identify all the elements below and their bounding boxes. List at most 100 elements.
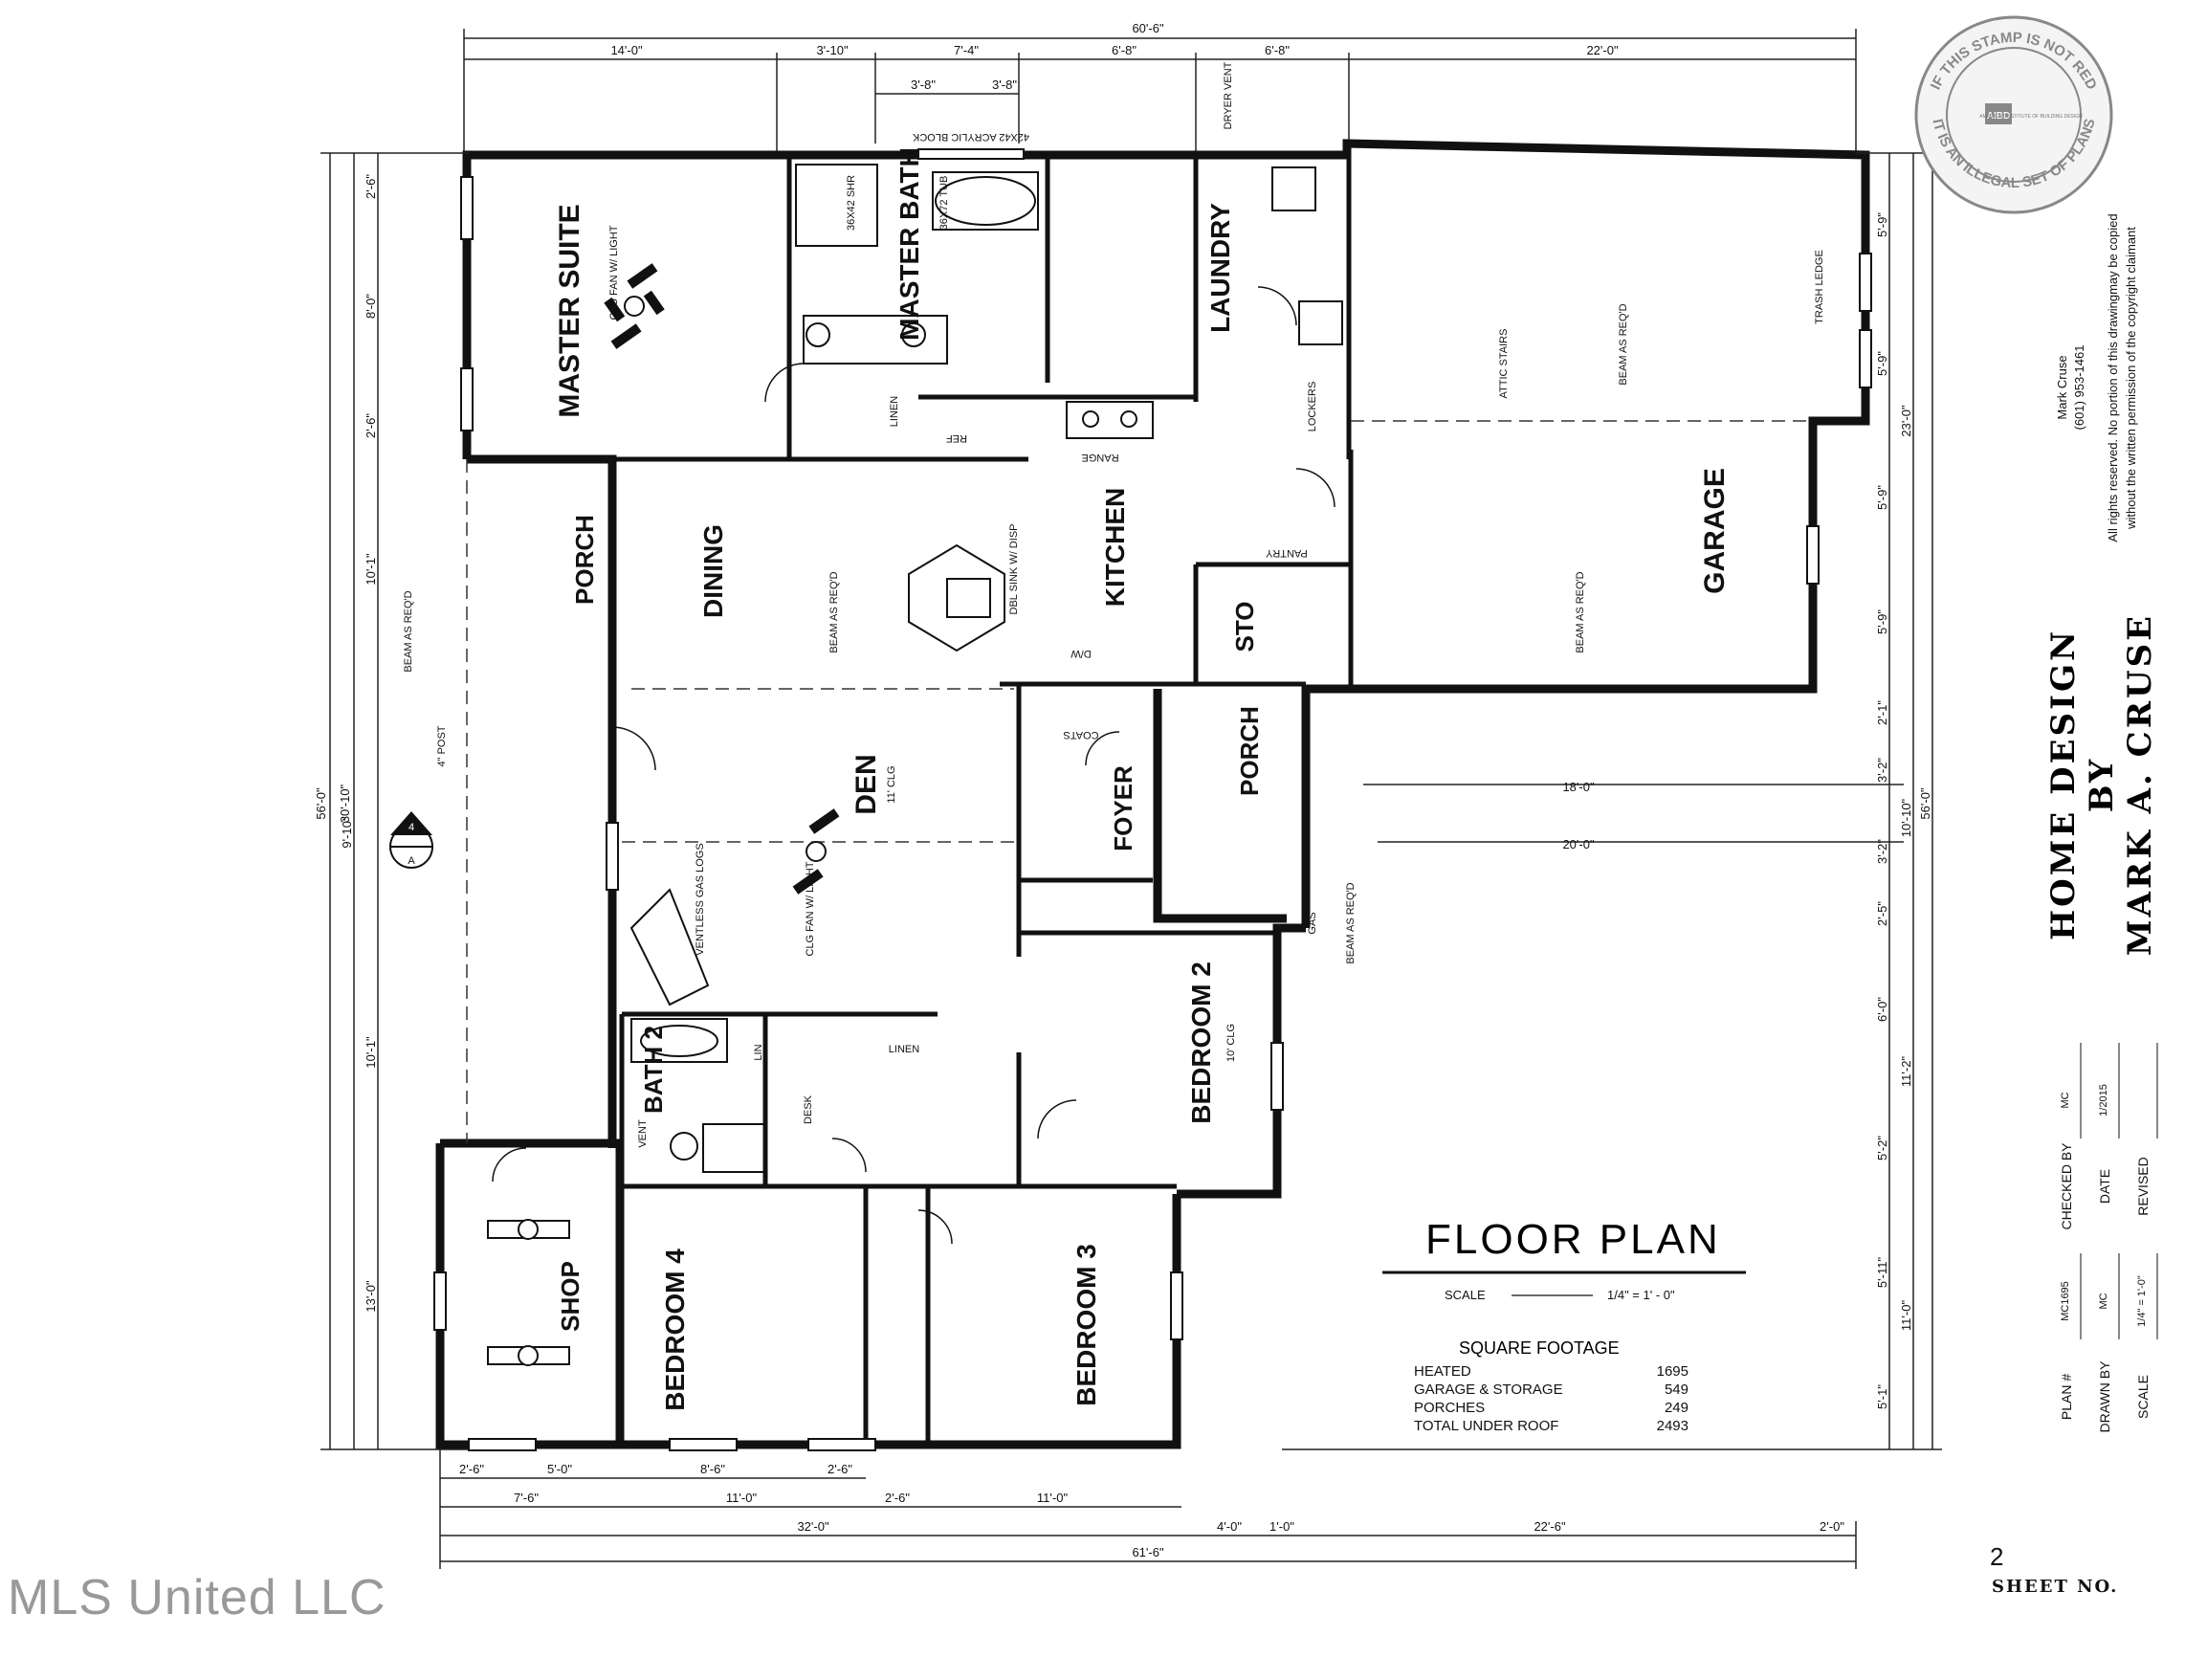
note-trash-ledge: TRASH LEDGE <box>1814 250 1825 324</box>
room-bedroom-3: BEDROOM 3 <box>1071 1244 1101 1406</box>
sqft-label-heated: HEATED <box>1414 1363 1471 1380</box>
dim-porch-width: 20'-0" <box>1562 837 1595 851</box>
interior-walls <box>612 158 1354 1445</box>
tb-checked-value: MC <box>2060 1092 2071 1108</box>
room-master-suite: MASTER SUITE <box>554 204 585 417</box>
dim-right-2: 5'-9" <box>1875 351 1889 376</box>
room-master-bath: MASTER BATH <box>894 147 924 341</box>
sqft-value-garage: 549 <box>1665 1382 1688 1398</box>
section-number: 4 <box>408 822 414 833</box>
scale-label: SCALE <box>1445 1288 1486 1302</box>
note-shower: 36X42 SHR <box>846 175 857 231</box>
bottom-dimensions <box>439 1449 1857 1569</box>
room-dining: DINING <box>698 524 728 618</box>
sqft-label-porches: PORCHES <box>1414 1400 1485 1416</box>
dim-bottom-r3-4: 22'-6" <box>1534 1519 1566 1534</box>
note-pantry: PANTRY <box>1266 547 1308 559</box>
note-lin: LIN <box>753 1044 764 1060</box>
room-garage: GARAGE <box>1699 468 1731 594</box>
dim-bottom-r1-3: 8'-6" <box>700 1462 725 1476</box>
dim-right-sub-4: 11'-0" <box>1899 1300 1913 1332</box>
dim-bottom-overall: 61'-6" <box>1132 1545 1164 1559</box>
tb-date-label: DATE <box>2097 1169 2112 1204</box>
note-beam-front: BEAM AS REQ'D <box>1345 882 1357 963</box>
dim-left-7: 13'-0" <box>364 1280 378 1313</box>
tb-drawn-value: MC <box>2098 1293 2109 1309</box>
tb-drawn-label: DRAWN BY <box>2097 1360 2112 1433</box>
note-lockers: LOCKERS <box>1307 382 1318 432</box>
tb-revised-label: REVISED <box>2135 1157 2151 1215</box>
sqft-label-garage: GARAGE & STORAGE <box>1414 1382 1563 1398</box>
dim-right-12: 5'-1" <box>1875 1384 1889 1409</box>
dim-right-sub-1: 23'-0" <box>1899 405 1913 437</box>
stamp-center-2: AMERICAN INSTITUTE OF BUILDING DESIGN <box>1979 114 2083 120</box>
dim-left-overall: 56'-0" <box>314 787 328 820</box>
room-porch-west: PORCH <box>570 515 599 605</box>
dim-left-3: 2'-6" <box>364 413 378 438</box>
room-den-ceiling: 11' CLG <box>886 765 897 803</box>
watermark: MLS United LLC <box>8 1570 386 1625</box>
dashed-guides <box>466 420 1808 1143</box>
dim-bottom-r2-4: 11'-0" <box>1037 1491 1069 1505</box>
note-ventless-logs: VENTLESS GAS LOGS <box>695 843 706 955</box>
sqft-value-total: 2493 <box>1657 1418 1688 1434</box>
stamp-center: AIBD <box>1987 111 2010 122</box>
tb-scale-label: SCALE <box>2135 1375 2151 1419</box>
contact-phone: (601) 953-1461 <box>2072 345 2086 431</box>
designer-name: MARK A. CRUSE <box>2121 613 2159 956</box>
room-den: DEN <box>850 754 882 814</box>
floor-plan-title: FLOOR PLAN <box>1425 1216 1721 1263</box>
scale-value: 1/4" = 1' - 0" <box>1607 1288 1675 1302</box>
dim-right-10: 5'-2" <box>1875 1136 1889 1161</box>
dim-right-sub-2: 10'-10" <box>1899 798 1913 837</box>
note-coats: COATS <box>1063 729 1098 741</box>
sqft-value-heated: 1695 <box>1657 1363 1688 1380</box>
note-tub: 36X72 TUB <box>938 176 950 231</box>
note-beam-garage: BEAM AS REQ'D <box>1618 303 1629 385</box>
dim-top-sub-2: 3'-8" <box>992 77 1017 92</box>
sqft-table: HEATED 1695 GARAGE & STORAGE 549 PORCHES… <box>1414 1363 1688 1434</box>
room-foyer: FOYER <box>1109 765 1137 851</box>
left-dimensions <box>320 152 469 1450</box>
dim-bottom-r1-4: 2'-6" <box>828 1462 852 1476</box>
note-clg-fan-den: CLG FAN W/ LIGHT <box>805 861 816 956</box>
dim-right-3: 5'-9" <box>1875 485 1889 510</box>
note-attic-stairs: ATTIC STAIRS <box>1498 329 1510 399</box>
dim-top-2: 3'-10" <box>816 43 849 57</box>
dim-top-3: 7'-4" <box>954 43 979 57</box>
room-porch-front: PORCH <box>1235 706 1264 796</box>
dim-right-6: 3'-2" <box>1875 758 1889 783</box>
tb-plan-label: PLAN # <box>2059 1374 2074 1420</box>
rights-line-1: All rights reserved. No portion of this … <box>2106 213 2120 542</box>
room-bedroom-2: BEDROOM 2 <box>1186 962 1216 1124</box>
dim-right-4: 5'-9" <box>1875 609 1889 634</box>
top-dimensions <box>463 29 1857 153</box>
dim-top-sub-1: 3'-8" <box>911 77 936 92</box>
note-linen-hall: LINEN <box>889 1044 919 1055</box>
dim-bottom-r3-1: 32'-0" <box>797 1519 829 1534</box>
room-bedroom-2-ceiling: 10' CLG <box>1225 1024 1237 1062</box>
right-dimensions <box>1282 152 1942 1450</box>
dim-right-sub-3: 11'-2" <box>1899 1056 1913 1088</box>
note-clg-fan-master: CLG FAN W/ LIGHT <box>608 225 620 320</box>
dim-bottom-r1-2: 5'-0" <box>547 1462 572 1476</box>
dim-bottom-r3-3: 1'-0" <box>1269 1519 1294 1534</box>
dim-right-overall: 56'-0" <box>1918 787 1932 820</box>
dim-top-overall: 60'-6" <box>1132 21 1164 35</box>
dim-left-6: 10'-1" <box>364 1036 378 1069</box>
note-post: 4" POST <box>436 725 448 766</box>
dim-left-1: 2'-6" <box>364 174 378 199</box>
tb-scale-value: 1/4" = 1'-0" <box>2136 1275 2148 1327</box>
room-storage: STO <box>1230 602 1259 652</box>
room-kitchen: KITCHEN <box>1100 488 1130 607</box>
section-marker <box>389 811 433 869</box>
tb-plan-value: MC1695 <box>2060 1281 2071 1321</box>
dim-bottom-r3-5: 2'-0" <box>1820 1519 1844 1534</box>
door-swings <box>492 286 1335 1245</box>
dim-left-2: 8'-0" <box>364 294 378 319</box>
sqft-value-porches: 249 <box>1665 1400 1688 1416</box>
tb-checked-label: CHECKED BY <box>2059 1142 2074 1230</box>
dim-garage-width: 18'-0" <box>1562 780 1595 794</box>
dim-top-4: 6'-8" <box>1112 43 1137 57</box>
